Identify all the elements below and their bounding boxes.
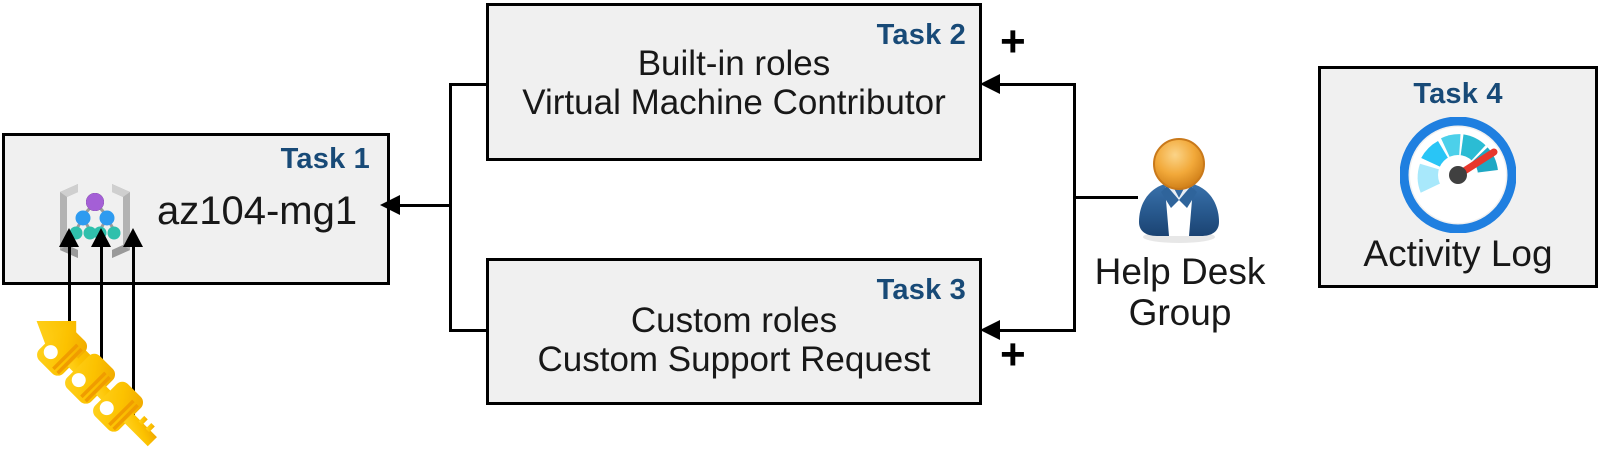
task-2-text: Built-in roles Virtual Machine Contribut… (489, 44, 979, 122)
key-arrow-line-1 (68, 243, 71, 355)
task-4-label: Task 4 (1413, 78, 1503, 110)
task-1-resource-name: az104-mg1 (157, 189, 358, 233)
key-arrowhead-3 (123, 228, 143, 247)
user-group-icon (1139, 138, 1219, 243)
task-1-box[interactable]: Task 1 (2, 133, 390, 285)
connector-right-spine (1073, 83, 1076, 332)
task-3-text-line-2: Custom Support Request (537, 340, 931, 380)
task-2-box[interactable]: Task 2 Built-in roles Virtual Machine Co… (486, 3, 982, 161)
plus-icon-task3: + (1000, 330, 1026, 379)
arrowhead-into-task1 (380, 195, 400, 215)
task-1-label: Task 1 (280, 143, 370, 175)
task-3-box[interactable]: Task 3 Custom roles Custom Support Reque… (486, 258, 982, 405)
help-desk-group-caption-line-2: Group (1128, 292, 1232, 334)
key-icon-3 (93, 381, 157, 447)
management-group-icon (60, 184, 130, 258)
task-4-caption: Activity Log (1363, 233, 1553, 274)
help-desk-group-caption: Help Desk Group (1060, 251, 1300, 334)
key-arrow-line-3 (132, 243, 135, 415)
task-3-label: Task 3 (876, 274, 966, 306)
key-arrowhead-2 (91, 228, 111, 247)
task-3-text-line-1: Custom roles (630, 301, 838, 340)
task-2-label: Task 2 (876, 19, 966, 51)
connector-task2-stub (449, 83, 489, 86)
task-2-text-line-2: Virtual Machine Contributor (522, 83, 946, 123)
connector-arm-to-task3 (998, 329, 1076, 332)
connector-left-spine (449, 83, 452, 332)
connector-arm-from-user (1076, 196, 1138, 199)
gauge-icon (1400, 117, 1516, 233)
key-arrowhead-1 (59, 228, 79, 247)
task-2-text-line-1: Built-in roles (637, 44, 831, 83)
arrowhead-into-task3 (980, 320, 1000, 340)
task-4-box[interactable]: Task 4 Activity Log (1318, 66, 1598, 288)
help-desk-group-caption-line-1: Help Desk (1094, 251, 1266, 292)
connector-arm-to-task1 (398, 204, 451, 207)
connector-task3-stub (449, 329, 489, 332)
key-arrow-line-2 (100, 243, 103, 385)
connector-arm-to-task2 (998, 83, 1076, 86)
arrowhead-into-task2 (980, 74, 1000, 94)
task-3-text: Custom roles Custom Support Request (489, 301, 979, 379)
plus-icon-task2: + (1000, 17, 1026, 66)
